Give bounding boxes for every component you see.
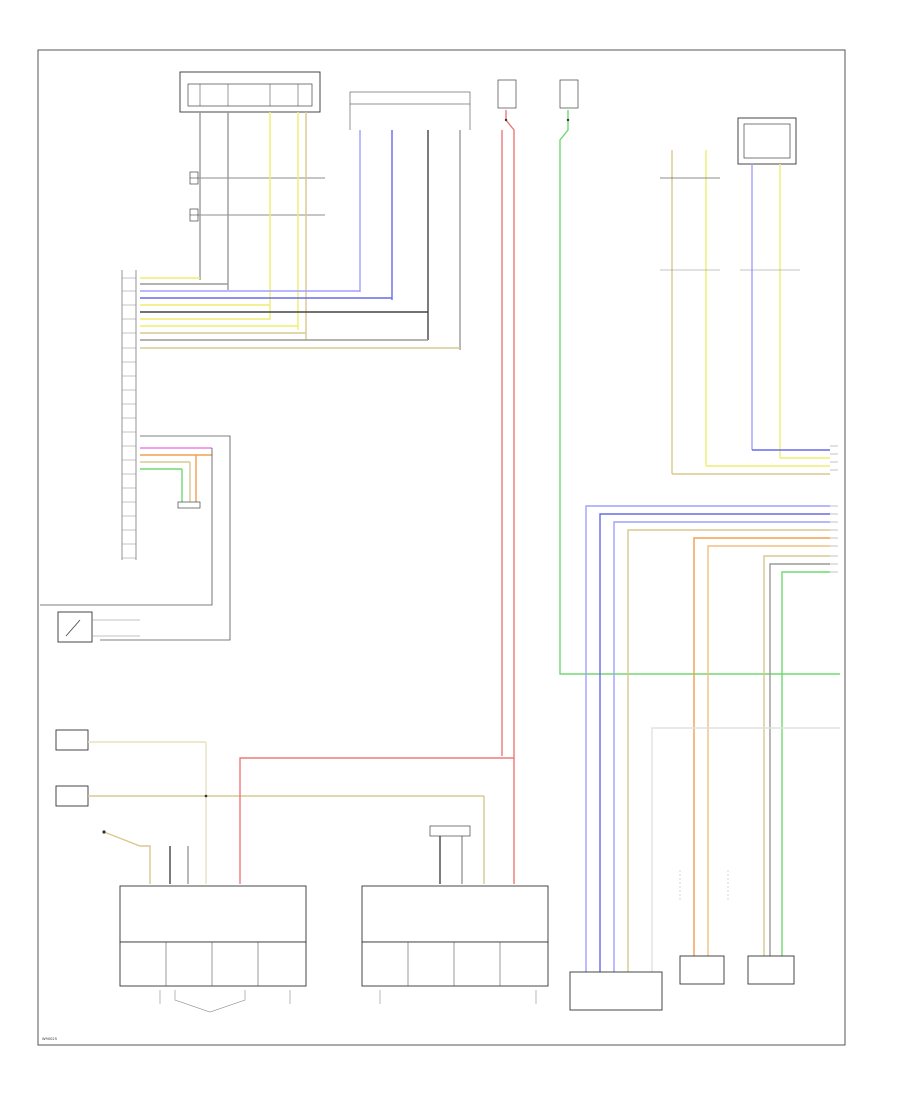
bottom-left-module-segments (165, 942, 259, 986)
left-component-upper (55, 729, 89, 751)
top-left-connector-pins (199, 84, 299, 106)
red-wire (239, 110, 515, 884)
bottom-left-module (119, 885, 307, 943)
figure-code: W90025 (42, 1037, 57, 1041)
green-wire (559, 110, 840, 675)
right-connector-upper-ticks (830, 445, 838, 471)
bottom-right-module-b (679, 955, 725, 985)
top-left-connector (179, 71, 321, 113)
left-module-pin-marks (122, 277, 136, 559)
bottom-right-module-a (569, 971, 663, 1011)
bottom-center-module-segments (407, 942, 501, 986)
bottom-right-module-c (747, 955, 795, 985)
top-right-module (737, 117, 797, 165)
top-center-fuse-right (559, 79, 579, 109)
left-module-pin-strip (121, 270, 137, 560)
left-component-lower (55, 785, 89, 807)
bottom-center-module (361, 885, 549, 943)
top-center-fuse-left (497, 79, 517, 109)
left-switch (57, 611, 93, 643)
diagram-frame (37, 49, 846, 1046)
top-middle-connector (349, 91, 471, 105)
right-connector-lower-ticks (830, 505, 838, 573)
